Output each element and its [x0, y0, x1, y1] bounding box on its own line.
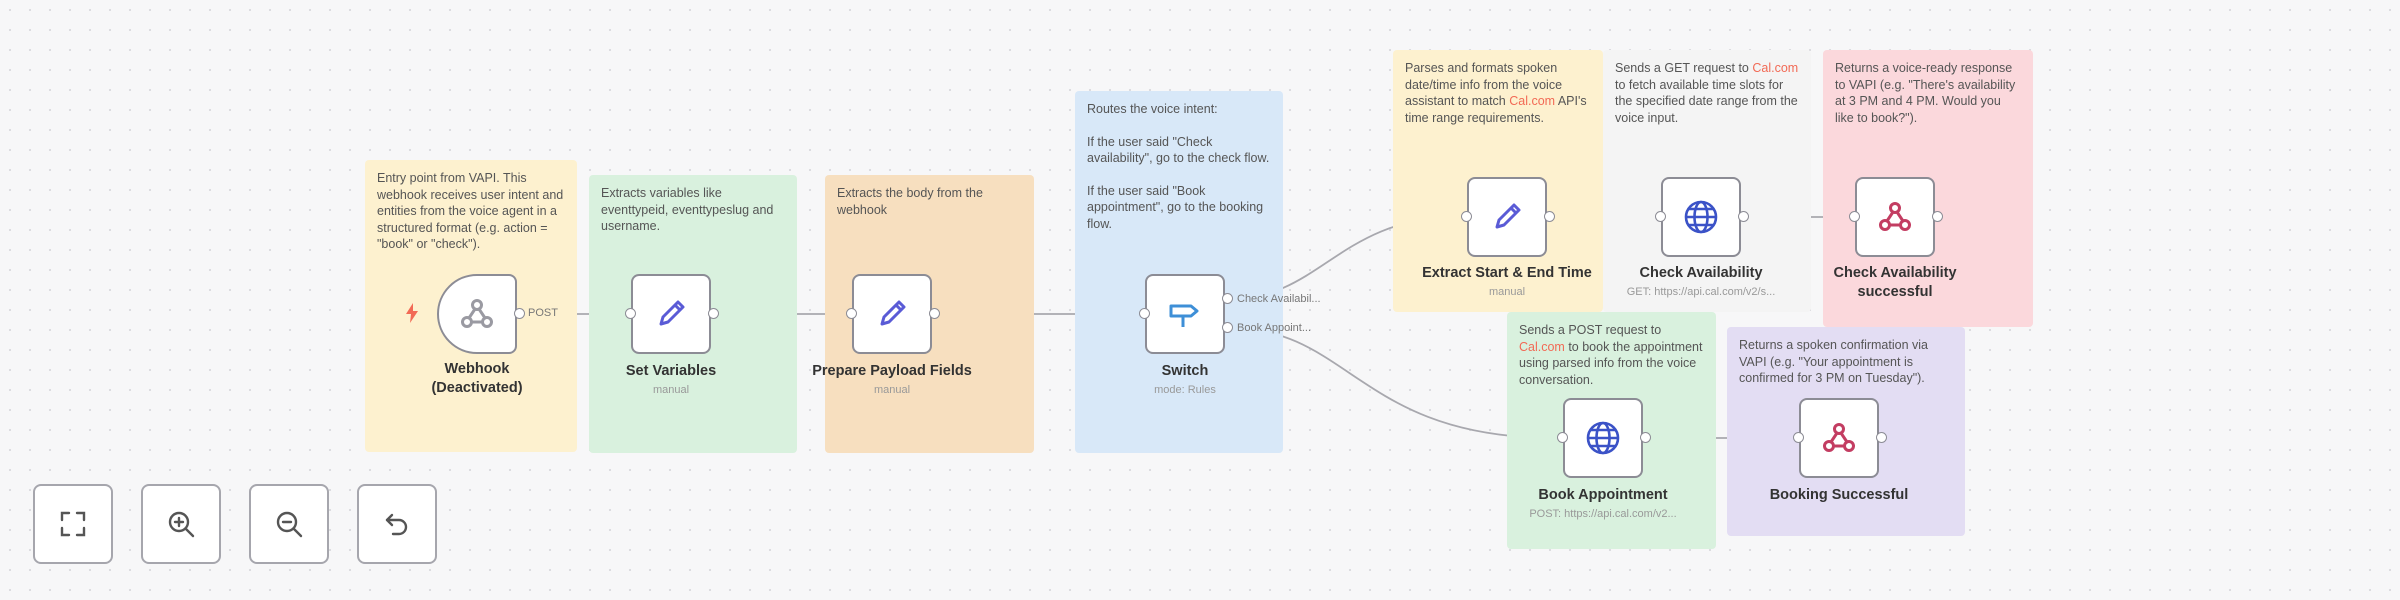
webhook-icon	[461, 299, 493, 328]
output-port-check-success[interactable]	[1932, 211, 1943, 222]
sticky-note-switch[interactable]: Routes the voice intent: If the user sai…	[1075, 91, 1283, 453]
note-text: Extracts the body from the webhook	[837, 186, 983, 217]
output-port-booking-success[interactable]	[1876, 432, 1887, 443]
edge-label-post: POST	[528, 307, 558, 319]
cal-link[interactable]: Cal.com	[1752, 61, 1799, 75]
note-text: Entry point from VAPI. This webhook rece…	[377, 171, 564, 251]
output-port-set-variables[interactable]	[708, 308, 719, 319]
node-label-check-success: Check Availability successful	[1833, 265, 1957, 300]
output-port-prepare-payload[interactable]	[929, 308, 940, 319]
node-prepare-payload[interactable]	[852, 274, 932, 354]
zoom-in-icon	[168, 511, 195, 538]
note-text: Returns a spoken confirmation via VAPI (…	[1739, 338, 1928, 385]
node-subtitle-set-variables: manual	[652, 384, 690, 396]
note-text: Sends a POST request to Cal.com to book …	[1519, 323, 1703, 387]
zoom-out-icon	[276, 511, 303, 538]
fit-view-button[interactable]	[33, 484, 113, 564]
node-check-success[interactable]	[1855, 177, 1935, 257]
webhook-icon	[1879, 202, 1911, 231]
pen-icon	[880, 300, 906, 326]
node-label-extract-dates: Extract Start & End Time	[1422, 265, 1592, 281]
output-port-switch-check[interactable]	[1222, 293, 1233, 304]
node-label-set-variables: Set Variables	[625, 363, 717, 379]
node-label-prepare-payload: Prepare Payload Fields	[812, 363, 972, 379]
cal-link[interactable]: Cal.com	[1509, 94, 1556, 108]
input-port-book-appointment[interactable]	[1557, 432, 1568, 443]
node-subtitle-extract-dates: manual	[1488, 286, 1526, 298]
node-label-switch: Switch	[1161, 363, 1209, 379]
input-port-extract-dates[interactable]	[1461, 211, 1472, 222]
node-booking-success[interactable]	[1799, 398, 1879, 478]
edge-label-check-availability: Check Availabil...	[1237, 293, 1321, 305]
trigger-bolt-icon	[406, 303, 418, 323]
pen-icon	[1495, 203, 1521, 229]
node-webhook[interactable]	[437, 274, 517, 354]
node-set-variables[interactable]	[631, 274, 711, 354]
note-text: If the user said "Book appointment", go …	[1087, 183, 1264, 231]
node-switch[interactable]	[1145, 274, 1225, 354]
input-port-switch[interactable]	[1139, 308, 1150, 319]
output-port-extract-dates[interactable]	[1544, 211, 1555, 222]
zoom-out-button[interactable]	[249, 484, 329, 564]
input-port-check-availability[interactable]	[1655, 211, 1666, 222]
output-port-webhook[interactable]	[514, 308, 525, 319]
node-label-webhook: Webhook (Deactivated)	[431, 361, 523, 396]
output-port-check-availability[interactable]	[1738, 211, 1749, 222]
note-text: Returns a voice-ready response to VAPI (…	[1835, 61, 2016, 125]
node-subtitle-check-availability: GET: https://api.cal.com/v2/s...	[1626, 286, 1776, 298]
node-subtitle-prepare-payload: manual	[873, 384, 911, 396]
zoom-in-button[interactable]	[141, 484, 221, 564]
edge-label-book-appointment: Book Appoint...	[1237, 322, 1311, 334]
note-text: If the user said "Check availability", g…	[1087, 134, 1270, 166]
input-port-check-success[interactable]	[1849, 211, 1860, 222]
cal-link[interactable]: Cal.com	[1519, 339, 1565, 354]
reset-zoom-button[interactable]	[357, 484, 437, 564]
input-port-set-variables[interactable]	[625, 308, 636, 319]
note-text: Extracts variables like eventtypeid, eve…	[601, 186, 774, 233]
node-subtitle-switch: mode: Rules	[1154, 384, 1216, 396]
sticky-note-booking-success[interactable]: Returns a spoken confirmation via VAPI (…	[1727, 327, 1965, 536]
note-text: Routes the voice intent:	[1087, 102, 1218, 116]
node-label-check-availability: Check Availability	[1639, 265, 1763, 281]
node-subtitle-book-appointment: POST: https://api.cal.com/v2...	[1529, 508, 1677, 520]
note-text: Parses and formats spoken date/time info…	[1405, 61, 1587, 125]
output-port-switch-book[interactable]	[1222, 322, 1233, 333]
node-label-booking-success: Booking Successful	[1769, 487, 1909, 503]
node-book-appointment[interactable]	[1563, 398, 1643, 478]
globe-icon	[1586, 421, 1620, 455]
input-port-booking-success[interactable]	[1793, 432, 1804, 443]
switch-icon	[1169, 304, 1199, 327]
node-check-availability[interactable]	[1661, 177, 1741, 257]
webhook-icon	[1823, 423, 1855, 452]
node-extract-dates[interactable]	[1467, 177, 1547, 257]
undo-icon	[385, 513, 408, 536]
node-label-book-appointment: Book Appointment	[1538, 487, 1668, 503]
output-port-book-appointment[interactable]	[1640, 432, 1651, 443]
fit-view-icon	[60, 511, 86, 537]
note-text: Sends a GET request to Cal.com to fetch …	[1615, 61, 1799, 125]
globe-icon	[1684, 200, 1718, 234]
input-port-prepare-payload[interactable]	[846, 308, 857, 319]
pen-icon	[659, 300, 685, 326]
